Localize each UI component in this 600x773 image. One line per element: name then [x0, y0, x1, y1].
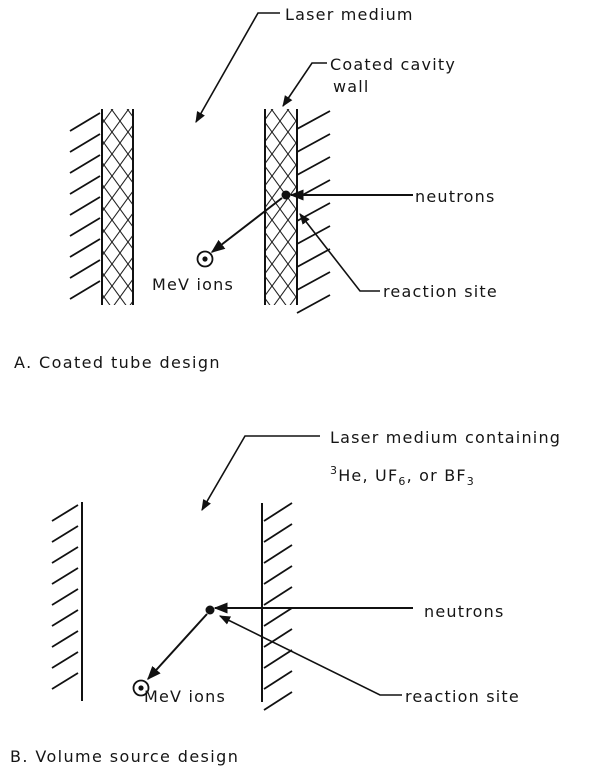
caption-b: B. Volume source design: [10, 747, 239, 766]
left-wall-hatching-a: [69, 112, 101, 300]
hatch-stroke: [296, 248, 331, 268]
coated-wall-label-line1: Coated cavity: [330, 55, 456, 74]
hatch-stroke: [69, 280, 101, 300]
hatch-stroke: [51, 525, 79, 543]
ion-out-of-page-icon-a: [196, 250, 214, 268]
hatch-stroke: [263, 502, 293, 522]
panel-b: Laser medium containing 3He, UF6, or BF3…: [10, 428, 561, 766]
hatch-stroke: [69, 259, 101, 279]
hatch-stroke: [263, 565, 293, 585]
hatch-stroke: [51, 609, 79, 627]
right-wall-hatching-b: [263, 502, 293, 711]
hatch-stroke: [296, 225, 331, 245]
hatch-stroke: [69, 154, 101, 174]
hatch-stroke: [296, 110, 331, 130]
hatch-stroke: [69, 112, 101, 132]
reaction-site-dot-a: [281, 190, 291, 200]
hatch-stroke: [51, 546, 79, 564]
reaction-site-leader-a: [299, 213, 380, 292]
neutrons-label-a: neutrons: [415, 187, 496, 206]
hatch-stroke: [51, 567, 79, 585]
panel-a: Laser medium Coated cavity wall neutrons…: [14, 5, 498, 372]
left-coating-a: [102, 109, 133, 305]
uf-subscript: 6: [398, 475, 406, 488]
hatch-stroke: [69, 133, 101, 153]
laser-medium-label-b: Laser medium containing: [330, 428, 561, 447]
hatch-stroke: [69, 238, 101, 258]
hatch-stroke: [296, 271, 331, 291]
laser-medium-label-a: Laser medium: [285, 5, 414, 24]
coated-wall-leader: [282, 62, 327, 107]
ion-trajectory-arrow-b: [147, 613, 208, 681]
reaction-site-label-b: reaction site: [405, 687, 520, 706]
hatch-stroke: [51, 504, 79, 522]
hatch-stroke: [263, 523, 293, 543]
hatch-stroke: [51, 630, 79, 648]
hatch-stroke: [69, 196, 101, 216]
hatch-stroke: [263, 586, 293, 606]
hatch-stroke: [51, 672, 79, 690]
he-superscript: 3: [330, 464, 338, 477]
reaction-site-leader-b: [218, 615, 402, 696]
hatch-stroke: [263, 628, 293, 648]
laser-medium-leader-a: [195, 12, 280, 123]
ion-trajectory-arrow-a: [210, 197, 283, 253]
reaction-site-label-a: reaction site: [383, 282, 498, 301]
hatch-stroke: [263, 670, 293, 690]
hatch-stroke: [296, 202, 331, 222]
bf-subscript: 3: [467, 475, 475, 488]
hatch-stroke: [296, 294, 331, 314]
gas-species-label: 3He, UF6, or BF3: [330, 464, 475, 488]
coated-wall-label-line2: wall: [333, 77, 370, 96]
hatch-stroke: [69, 175, 101, 195]
hatch-stroke: [263, 691, 293, 711]
hatch-stroke: [263, 649, 293, 669]
hatch-stroke: [69, 217, 101, 237]
left-wall-hatching-b: [51, 504, 79, 690]
mev-ions-label-a: MeV ions: [152, 275, 234, 294]
he-uf-text: He, UF: [338, 466, 398, 485]
hatch-stroke: [263, 544, 293, 564]
neutrons-label-b: neutrons: [424, 602, 505, 621]
hatch-stroke: [296, 156, 331, 176]
hatch-stroke: [263, 607, 293, 627]
laser-medium-leader-b: [201, 435, 320, 511]
or-bf-text: , or BF: [407, 466, 467, 485]
right-wall-hatching-a: [296, 110, 331, 314]
hatch-stroke: [51, 651, 79, 669]
reaction-site-dot-b: [205, 605, 215, 615]
ion-out-of-page-icon-b: [132, 679, 150, 697]
caption-a: A. Coated tube design: [14, 353, 221, 372]
hatch-stroke: [296, 133, 331, 153]
mev-ions-label-b: MeV ions: [144, 687, 226, 706]
hatch-stroke: [51, 588, 79, 606]
